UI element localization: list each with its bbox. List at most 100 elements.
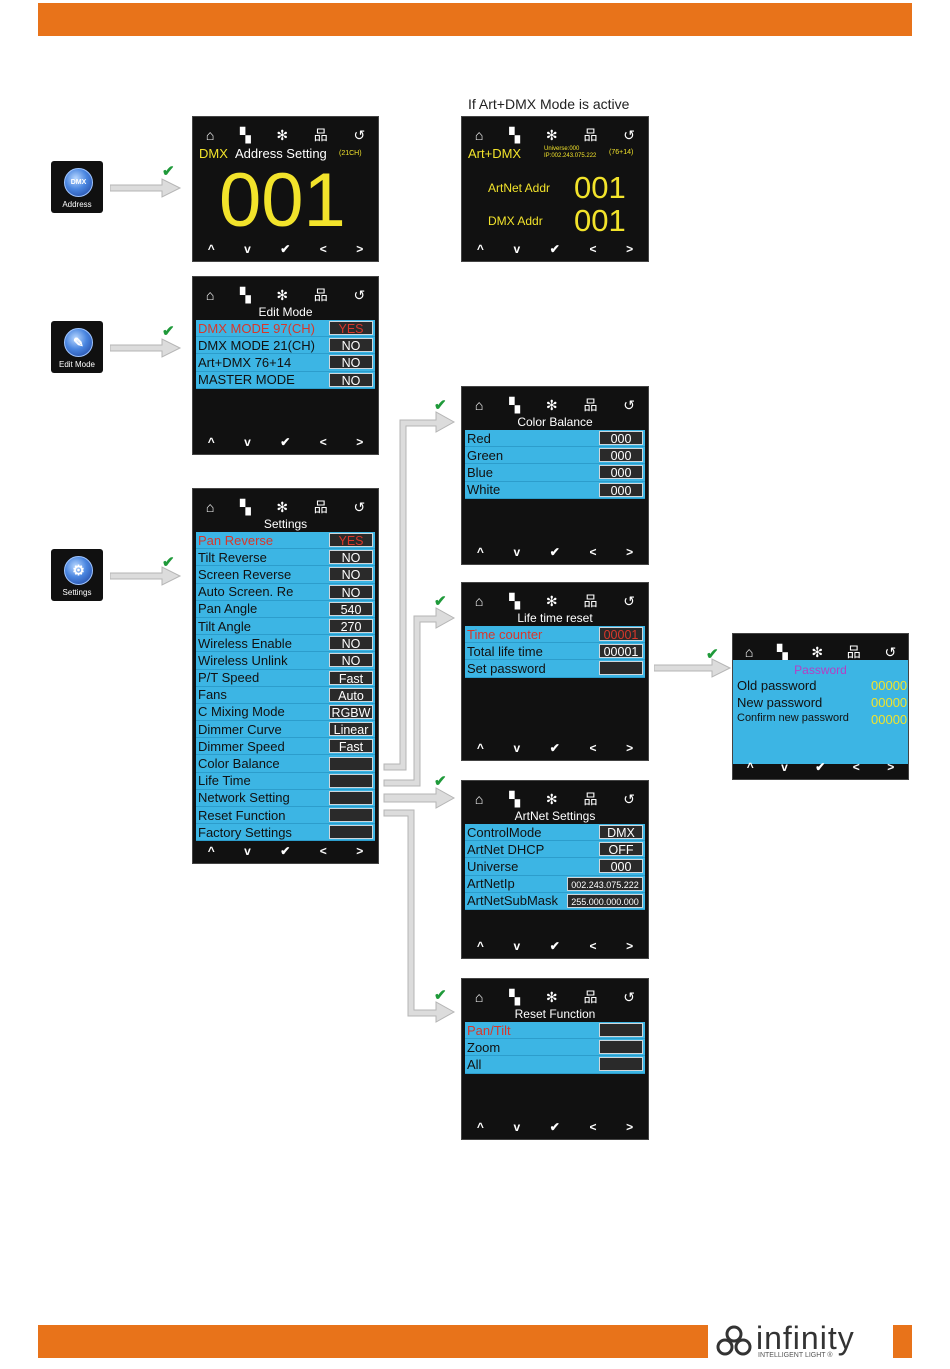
layers-icon[interactable]: ▚ [239,286,251,303]
menu-row[interactable]: Network Setting [196,790,375,807]
ok-icon[interactable]: ✔ [815,760,826,774]
down-icon[interactable]: v [781,760,788,774]
menu-row[interactable]: DMX MODE 97(CH)YES [196,320,375,338]
network-icon[interactable]: 品 [313,499,328,515]
ok-icon[interactable]: ✔ [549,242,560,256]
right-icon[interactable]: > [626,741,634,755]
network-icon[interactable]: 品 [583,791,598,807]
up-icon[interactable]: ^ [476,1120,484,1134]
up-icon[interactable]: ^ [207,844,215,858]
up-icon[interactable]: ^ [476,939,484,953]
back-icon[interactable]: ↺ [623,126,636,143]
ok-icon[interactable]: ✔ [280,435,291,449]
right-icon[interactable]: > [626,939,634,953]
right-icon[interactable]: > [887,760,895,774]
network-icon[interactable]: 品 [313,127,328,143]
asterisk-icon[interactable]: ✻ [545,126,558,143]
layers-icon[interactable]: ▚ [239,126,251,143]
home-icon[interactable]: ⌂ [744,644,754,660]
network-icon[interactable]: 品 [583,989,598,1005]
menu-row[interactable]: Pan/Tilt [465,1022,645,1040]
menu-row[interactable]: Factory Settings [196,824,375,842]
home-icon[interactable]: ⌂ [205,287,215,303]
menu-row-value[interactable]: 00000 [871,678,908,693]
ok-icon[interactable]: ✔ [549,939,560,953]
menu-row-value[interactable]: 00000 [871,712,908,727]
asterisk-icon[interactable]: ✻ [545,988,558,1005]
menu-row[interactable]: Zoom [465,1039,645,1057]
home-icon[interactable]: ⌂ [205,499,215,515]
home-icon[interactable]: ⌂ [474,593,484,609]
left-icon[interactable]: < [589,939,597,953]
back-icon[interactable]: ↺ [353,286,366,303]
layers-icon[interactable]: ▚ [509,988,521,1005]
layers-icon[interactable]: ▚ [776,643,788,660]
left-icon[interactable]: < [589,1120,597,1134]
ok-icon[interactable]: ✔ [549,1120,560,1134]
ok-icon[interactable]: ✔ [549,741,560,755]
right-icon[interactable]: > [356,435,364,449]
ok-icon[interactable]: ✔ [280,242,291,256]
up-icon[interactable]: ^ [476,545,484,559]
asterisk-icon[interactable]: ✻ [276,498,289,515]
home-icon[interactable]: ⌂ [474,397,484,413]
left-icon[interactable]: < [589,545,597,559]
layers-icon[interactable]: ▚ [509,592,521,609]
home-icon[interactable]: ⌂ [205,127,215,143]
layers-icon[interactable]: ▚ [509,790,521,807]
asterisk-icon[interactable]: ✻ [276,126,289,143]
edit-mode-launcher[interactable]: ✎ Edit Mode [51,321,103,373]
down-icon[interactable]: v [513,741,521,755]
ok-icon[interactable]: ✔ [549,545,560,559]
right-icon[interactable]: > [626,1120,634,1134]
up-icon[interactable]: ^ [476,242,484,256]
up-icon[interactable]: ^ [207,242,215,256]
asterisk-icon[interactable]: ✻ [545,790,558,807]
down-icon[interactable]: v [513,242,521,256]
home-icon[interactable]: ⌂ [474,989,484,1005]
home-icon[interactable]: ⌂ [474,791,484,807]
network-icon[interactable]: 品 [583,127,598,143]
menu-row-value[interactable]: 00000 [871,695,908,710]
menu-row[interactable]: Life Time [196,773,375,790]
right-icon[interactable]: > [626,242,634,256]
network-icon[interactable]: 品 [583,593,598,609]
home-icon[interactable]: ⌂ [474,127,484,143]
menu-row[interactable]: DMX MODE 21(CH)NO [196,337,375,355]
network-icon[interactable]: 品 [583,397,598,413]
asterisk-icon[interactable]: ✻ [811,643,824,660]
back-icon[interactable]: ↺ [884,643,897,660]
right-icon[interactable]: > [356,844,364,858]
asterisk-icon[interactable]: ✻ [545,396,558,413]
network-icon[interactable]: 品 [846,644,861,660]
address-launcher[interactable]: DMX Address [51,161,103,213]
layers-icon[interactable]: ▚ [509,396,521,413]
back-icon[interactable]: ↺ [623,396,636,413]
back-icon[interactable]: ↺ [353,126,366,143]
asterisk-icon[interactable]: ✻ [276,286,289,303]
dmx-addr-value[interactable]: 001 [574,203,626,238]
up-icon[interactable]: ^ [207,435,215,449]
layers-icon[interactable]: ▚ [239,498,251,515]
left-icon[interactable]: < [852,760,860,774]
down-icon[interactable]: v [513,1120,521,1134]
